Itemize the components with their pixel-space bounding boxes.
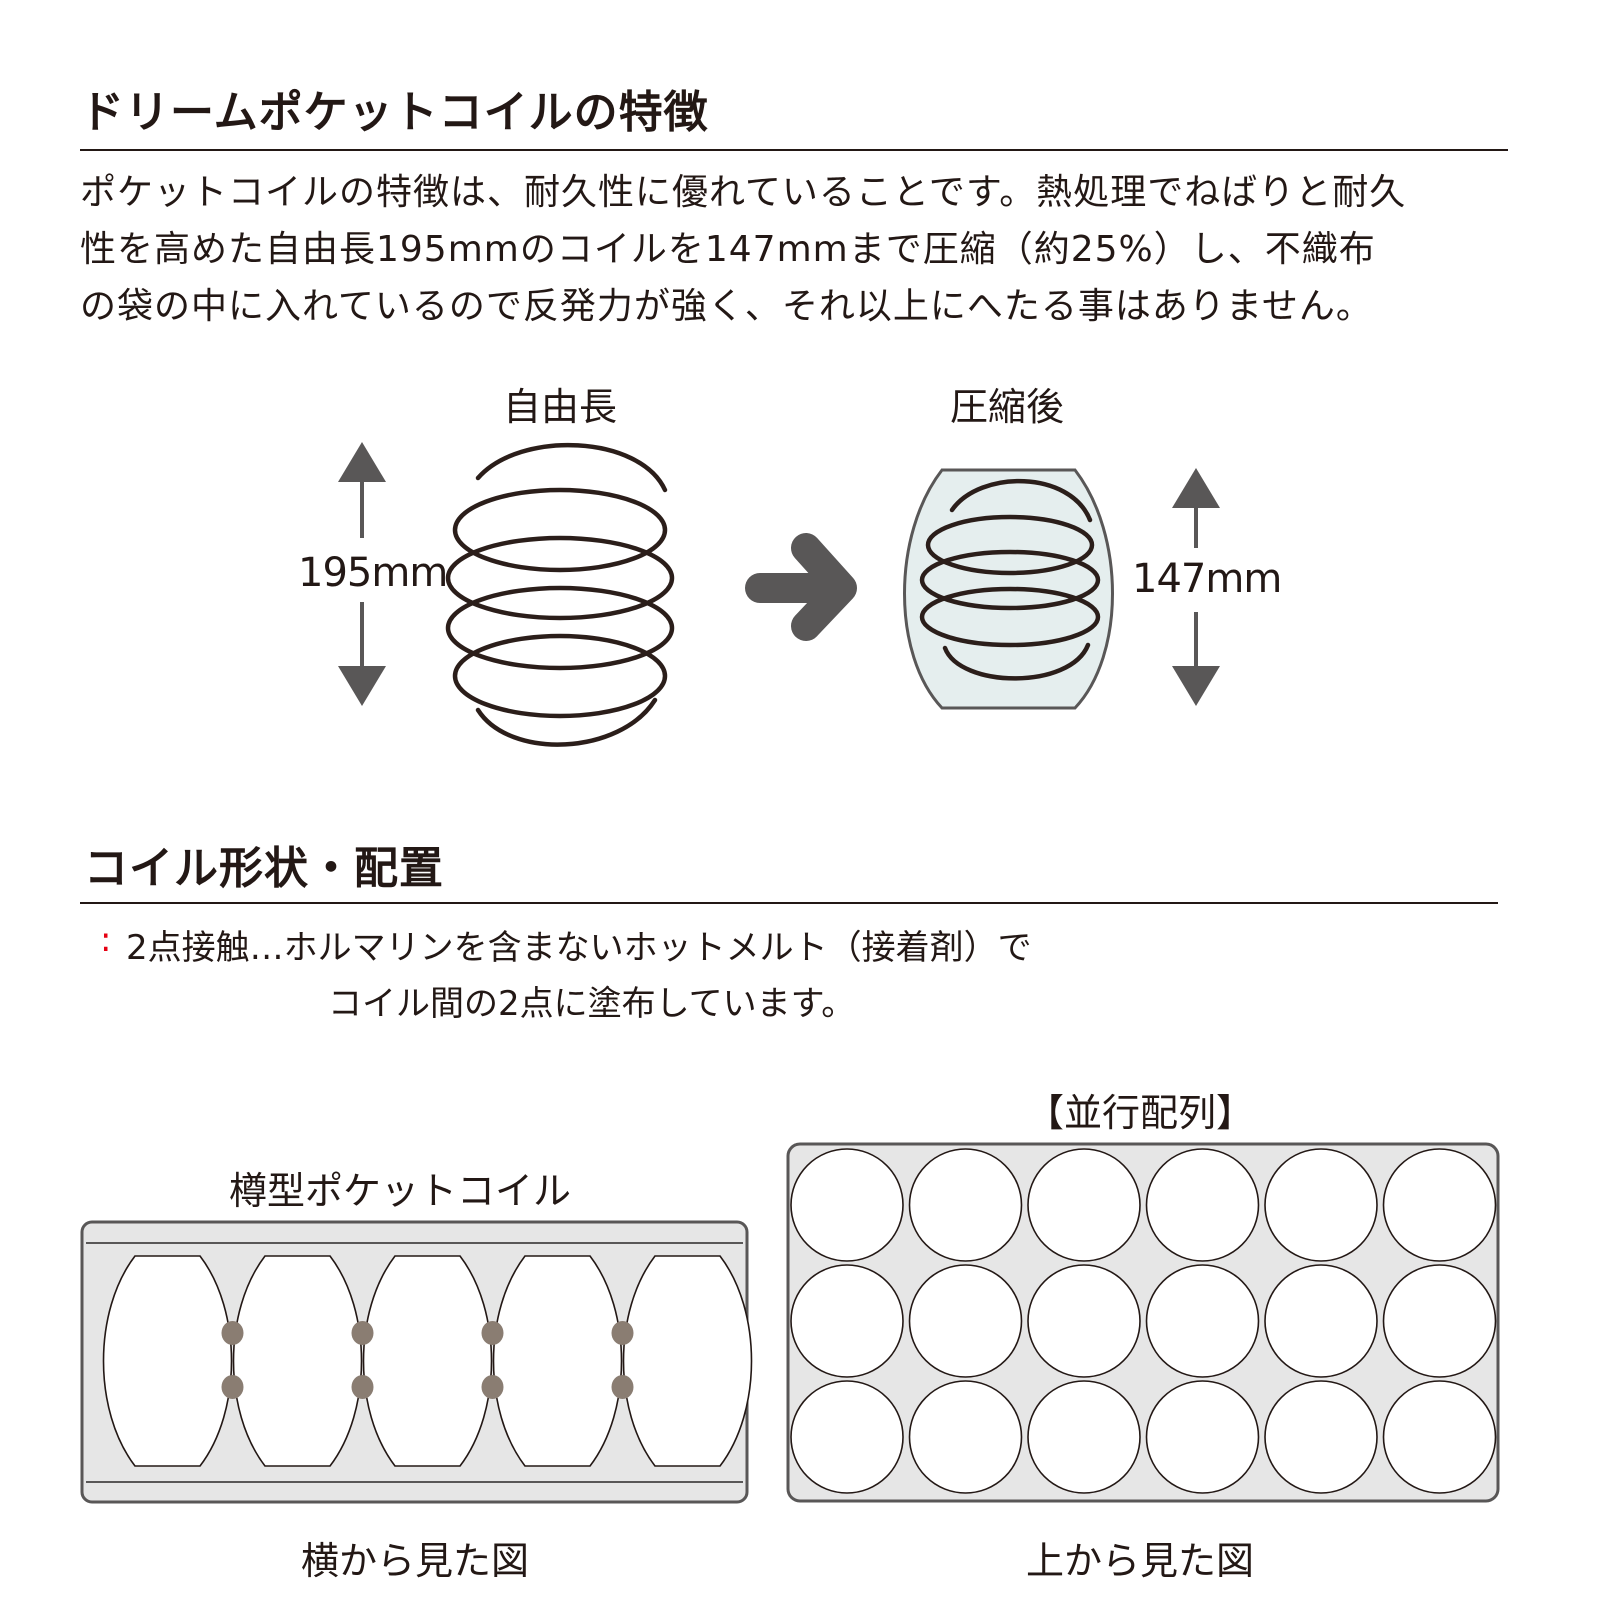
barrel-coil [492,1255,623,1467]
compressed-length-arrow [1172,468,1220,706]
top-view-title: 【並行配列】 [1025,1091,1254,1135]
free-length-arrow [338,442,386,706]
coil-circle [1027,1380,1141,1494]
free-length-label: 自由長 [503,385,618,429]
side-view-panel [80,1220,753,1504]
side-view-title: 樽型ポケットコイル [228,1169,571,1213]
coil-circle [1145,1380,1260,1494]
glue-dot [351,1321,374,1345]
free-length-value: 195mm [298,550,448,596]
glue-dot [221,1375,244,1399]
section1-paragraph: ポケットコイルの特徴は、耐久性に優れていることです。熱処理でねばりと耐久 性を高… [80,164,1406,335]
paragraph-line-3: の袋の中に入れているので反発力が強く、それ以上にへたる事はありません。 [80,286,1373,327]
top-view-caption: 上から見た図 [1025,1539,1254,1583]
compressed-length-value: 147mm [1132,556,1282,602]
section1-title: ドリームポケットコイルの特徴 [80,87,709,138]
coil-circle [1145,1148,1260,1262]
section2-divider [80,902,1498,904]
side-view-caption: 横から見た図 [300,1539,529,1583]
coil-circle [1382,1148,1497,1262]
coil-circle [790,1380,904,1494]
glue-dot [611,1321,634,1345]
glue-dot [611,1375,634,1399]
section1-divider [80,149,1508,151]
coil-circle [790,1264,904,1378]
barrel-coil [622,1255,753,1467]
coil-circle [1264,1380,1378,1494]
coil-circle [1027,1148,1141,1262]
paragraph-line-2: 性を高めた自由長195mmのコイルを147mmまで圧縮（約25%）し、不織布 [80,229,1376,270]
coil-circle [1145,1264,1260,1378]
note-line-2: コイル間の2点に塗布しています。 [328,984,856,1024]
paragraph-line-1: ポケットコイルの特徴は、耐久性に優れていることです。熱処理でねばりと耐久 [80,172,1407,213]
barrel-coil [232,1255,363,1467]
coil-circle [908,1380,1023,1494]
barrel-coil [102,1255,233,1467]
glue-dot [481,1321,504,1345]
glue-dot [481,1375,504,1399]
coil-circle [1027,1264,1141,1378]
coil-circle [908,1264,1023,1378]
glue-dot [351,1375,374,1399]
coil-circle [790,1148,904,1262]
free-coil-spring [445,442,675,747]
compressed-label: 圧縮後 [950,385,1065,429]
coil-circle [1264,1148,1378,1262]
note-line-1: 2点接触…ホルマリンを含まないホットメルト（接着剤）で [126,928,1032,968]
bullet-mark: : [100,920,112,960]
section2-title: コイル形状・配置 [84,843,444,894]
coil-circle [1382,1380,1497,1494]
glue-dot [221,1321,244,1345]
barrel-coil [362,1255,493,1467]
coil-circle [908,1148,1023,1262]
coil-circle [1382,1264,1497,1378]
right-arrow-icon [745,533,857,641]
compressed-coil-pocket [903,468,1114,710]
top-view-panel [786,1142,1500,1503]
coil-circle [1264,1264,1378,1378]
